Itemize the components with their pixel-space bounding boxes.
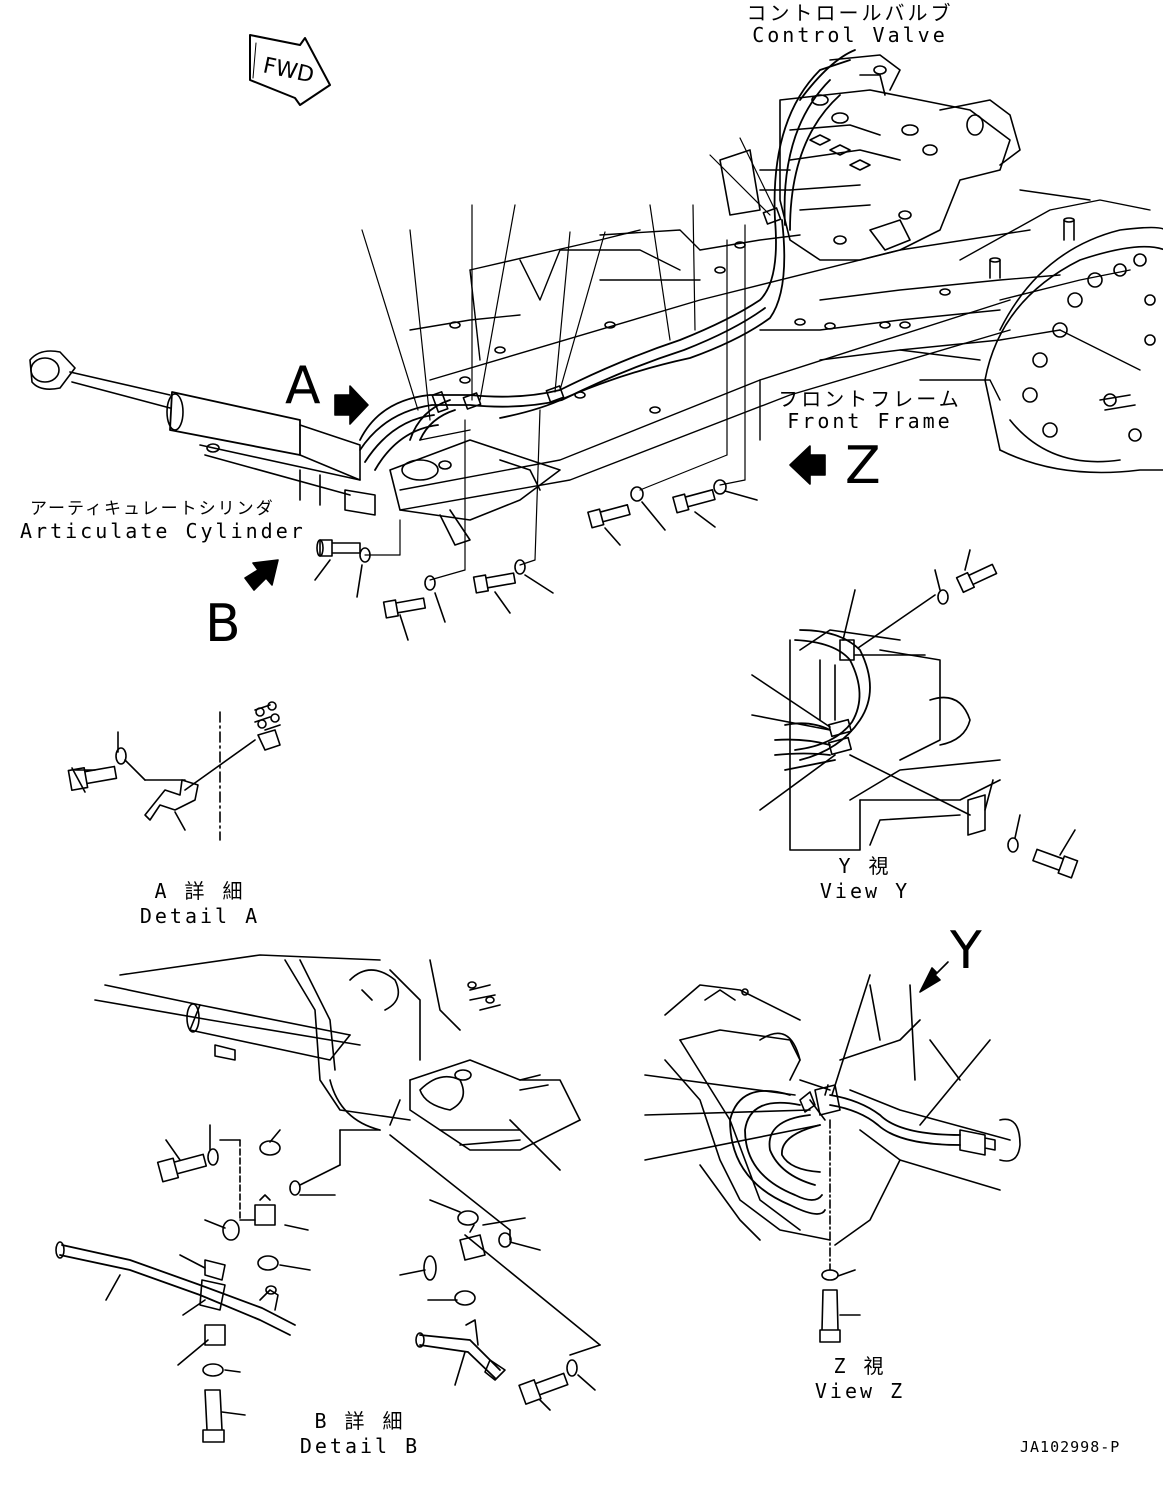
control-valve-label-jp: コントロールバルブ bbox=[746, 1, 954, 25]
bolts-top bbox=[314, 479, 758, 641]
detail-b-label-jp: B 詳 細 bbox=[314, 1409, 406, 1433]
view-z-arrow bbox=[789, 445, 826, 485]
detail-a-drawing bbox=[67, 701, 281, 841]
front-frame-label-en: Front Frame bbox=[787, 409, 953, 433]
view-y-drawing bbox=[751, 549, 1079, 879]
leader-lines-top bbox=[361, 137, 776, 581]
view-y-label-en: View Y bbox=[819, 879, 911, 903]
view-z-label-jp: Z 視 bbox=[833, 1354, 887, 1378]
view-z-label-en: View Z bbox=[814, 1379, 906, 1403]
detail-a-label-jp: A 詳 細 bbox=[154, 879, 246, 903]
view-marker-a: A bbox=[285, 356, 321, 416]
view-y-label-jp: Y 視 bbox=[838, 854, 892, 878]
view-b-arrow bbox=[244, 559, 279, 591]
detail-a-label-en: Detail A bbox=[139, 904, 261, 928]
articulate-cylinder bbox=[29, 350, 376, 516]
cylinder-label-en: Articulate Cylinder bbox=[20, 519, 306, 543]
view-marker-y: Y bbox=[950, 921, 982, 981]
clamps-top bbox=[431, 207, 782, 413]
axle-hub bbox=[984, 226, 1163, 474]
drawing-code: JA102998-P bbox=[1020, 1438, 1121, 1456]
detail-b-label-en: Detail B bbox=[299, 1434, 421, 1458]
fwd-label: FWD bbox=[261, 53, 316, 88]
hydraulic-hoses-top bbox=[359, 49, 856, 471]
frame-studs bbox=[449, 217, 1075, 414]
control-valve-assembly bbox=[719, 54, 1021, 261]
view-marker-b: B bbox=[205, 594, 241, 654]
fwd-arrow-badge: FWD bbox=[249, 34, 331, 106]
main-frame-structure bbox=[399, 189, 1151, 511]
view-arrows-top bbox=[244, 385, 949, 993]
cylinder-label-jp: アーティキュレートシリンダ bbox=[30, 499, 275, 519]
detail-b-drawing bbox=[55, 954, 601, 1443]
control-valve-label-en: Control Valve bbox=[752, 23, 948, 47]
view-marker-z: Z bbox=[845, 436, 881, 496]
front-frame-label-jp: フロントフレーム bbox=[778, 387, 962, 411]
view-z-drawing bbox=[644, 974, 1021, 1343]
cylinder-mount bbox=[389, 439, 561, 546]
view-a-arrow bbox=[334, 385, 369, 425]
view-y-arrow bbox=[919, 961, 949, 993]
